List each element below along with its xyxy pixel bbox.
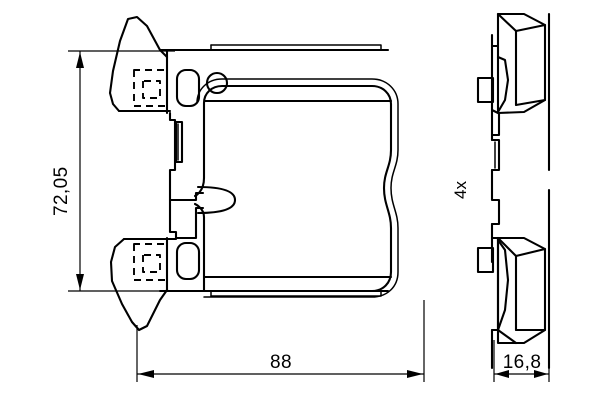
side-lower-clip-taper [496,238,510,332]
side-spine-mid [490,138,501,172]
dimension-thickness: 16,8 [493,340,550,382]
width-arrow-right [407,370,423,378]
central-spring-hook-arc [196,185,237,215]
side-lower-clip-top-face [496,236,547,258]
side-upper-clip-top-face [496,12,547,33]
lower-rounded-slot [175,241,201,281]
height-arrow-bottom [76,274,84,290]
width-dimension-label: 88 [270,352,292,373]
lower-mounting-ear [109,237,169,332]
hook-tongue [168,111,205,202]
side-upper-clip-tab [476,76,495,104]
side-lower-clip-tab [476,246,495,274]
side-upper-clip-bottom-face [514,98,547,107]
width-arrow-left [138,370,154,378]
front-view [108,15,399,332]
upper-ear-hidden-outline [133,69,168,107]
dimension-height: 72,05 [51,50,175,292]
thickness-arrow-left [495,370,509,378]
quantity-label: 4x [451,181,470,199]
annotation-quantity: 4x [451,181,470,199]
height-dimension-label: 72,05 [51,166,72,216]
upper-rounded-slot [175,68,201,108]
side-lower-clip-bottom-taper [496,328,518,345]
lower-ear-hidden-outline [133,243,168,281]
lower-ear-hidden-inner [142,254,161,273]
thickness-arrow-right [534,370,548,378]
spring-body-inner-band [196,78,399,298]
side-upper-clip-body [490,12,547,115]
side-spine-outer [490,111,501,137]
spring-body-outer [202,84,393,293]
top-retainer-strip [210,44,382,51]
side-spine-lower [490,168,501,226]
dimension-width: 88 [136,300,425,382]
side-view [476,12,551,370]
height-arrow-top [76,52,84,68]
upper-mounting-ear [108,15,169,113]
upper-ear-hidden-inner [142,80,161,99]
spine-narrow-slot [174,120,184,164]
side-upper-clip-taper [496,55,510,114]
thickness-dimension-label: 16,8 [503,352,542,373]
